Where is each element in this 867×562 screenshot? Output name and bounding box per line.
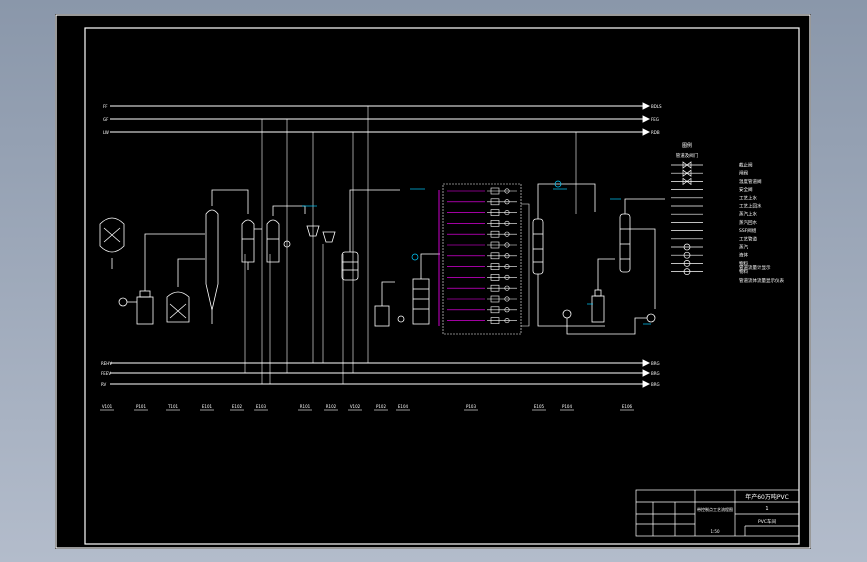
legend-item-label: 安全阀 (739, 186, 753, 193)
top-line-1-left: FF (103, 104, 108, 109)
separators (283, 225, 336, 248)
reactor-bank-return (521, 203, 530, 327)
bottom-line-3-right: BRG (651, 382, 660, 387)
exchanger-e105 (532, 183, 605, 327)
legend-item-label: 物料 (739, 260, 748, 267)
legend-item-label: 工艺管道 (739, 235, 757, 242)
equipment-label: R101 (300, 404, 311, 409)
title-block (635, 489, 800, 537)
vessel-p101 (118, 233, 205, 325)
legend-symbol (671, 251, 703, 259)
tank-v101 (99, 217, 125, 269)
reactor-bank-unit (447, 284, 517, 292)
equipment-label: E106 (622, 404, 633, 409)
equipment-label: E103 (256, 404, 267, 409)
legend-item-label: 闸阀 (739, 170, 748, 177)
legend-item-label: 蒸汽回水 (739, 219, 757, 226)
exchanger-e104 (397, 253, 440, 325)
legend-item-label: 工艺上回水 (739, 203, 762, 210)
legend-note-1: 管道流量计显示 (739, 264, 771, 271)
bottom-line-2-right: BRG (651, 371, 660, 376)
legend-item-label: 蒸汽 (739, 244, 748, 251)
bottom-line-3-left: RV (101, 382, 107, 387)
reactor-bank-unit (447, 295, 517, 303)
top-line-1-right: BDLS (651, 104, 662, 109)
equipment-label: P101 (136, 404, 147, 409)
top-line-3-left: LW (103, 130, 109, 135)
legend-item-label: 物料 (739, 268, 748, 275)
legend-symbol (671, 243, 703, 251)
title-block-drawing-no: 1 (765, 506, 768, 512)
column-e103 (266, 205, 306, 263)
title-block-unit: PVC车间 (758, 518, 776, 525)
reactor-bank-unit (447, 274, 517, 281)
top-line-2-left: GF (103, 117, 109, 122)
equipment-label-row: V101 P101 T101 E101 E102 E103 R101 R102 V102 P102… (100, 404, 634, 411)
inner-frame (84, 27, 800, 545)
legend-item-label: SSF阀组 (739, 227, 757, 234)
reactor-bank-unit (447, 198, 517, 206)
column-e101 (205, 189, 249, 324)
reactor-bank-unit (447, 187, 517, 195)
equipment-label: E101 (202, 404, 213, 409)
equipment-label: E104 (398, 404, 409, 409)
legend-symbol (671, 161, 703, 169)
legend-items: 截止阀闸阀温度管道阀安全阀工艺上水工艺上回水蒸汽上水蒸汽回水SSF阀组工艺管道蒸… (739, 162, 762, 276)
equipment-label: V101 (102, 404, 113, 409)
legend-symbol (671, 169, 703, 177)
reactor-bank-unit (447, 241, 517, 249)
legend-symbol (671, 177, 703, 186)
vertical-utility-drops (244, 106, 577, 384)
reactor-bank-unit (447, 220, 517, 227)
legend-symbol (671, 268, 703, 275)
vessel-t101 (166, 258, 205, 323)
legend-item-label: 截止阀 (739, 162, 753, 169)
equipment-label: E102 (232, 404, 243, 409)
equipment-label: E105 (534, 404, 545, 409)
legend-item-label: 温度管道阀 (739, 178, 762, 185)
title-block-scale: 1:50 (711, 529, 720, 534)
top-line-3-right: RDB (651, 130, 660, 135)
equipment-label: V102 (350, 404, 361, 409)
legend-item-label: 工艺上水 (739, 194, 757, 201)
outer-frame (55, 14, 811, 549)
legend-item-label: 液体 (739, 252, 748, 259)
equipment-label: R102 (326, 404, 337, 409)
legend-note-2: 管道流体流量显示仪表 (739, 277, 784, 284)
title-block-title: 年产60万吨PVC (745, 493, 789, 501)
legend-subtitle: 管道及阀门 (676, 152, 699, 159)
top-utility-lines (110, 102, 651, 136)
bottom-utility-lines (110, 359, 651, 388)
bottom-line-2-left: FEEV (101, 371, 111, 376)
exchanger-e106 (619, 198, 665, 309)
equipment-label: P103 (466, 404, 477, 409)
reactor-bank-unit (447, 263, 517, 270)
legend-title: 图例 (682, 142, 692, 149)
equipment-label: T101 (167, 404, 179, 409)
column-e102 (241, 219, 262, 270)
vessels-p103-p104 (562, 258, 656, 335)
reactor-bank-unit (447, 252, 517, 260)
reactor-r101 (341, 189, 400, 281)
bottom-line-1-left: REHV (101, 361, 112, 366)
reactor-bank (438, 183, 530, 335)
legend-item-label: 蒸汽上水 (739, 211, 757, 218)
instrument-lines (302, 180, 651, 325)
process-flow-diagram: FF GF LW BDLS FEG RDB REHV FEEV RV BRG B… (55, 14, 811, 549)
title-block-subtitle: 带控制点工艺流程图 (697, 506, 733, 512)
reactor-bank-unit (447, 230, 517, 238)
drawing-sheet: FF GF LW BDLS FEG RDB REHV FEEV RV BRG B… (55, 14, 811, 549)
reactor-bank-unit (447, 306, 517, 314)
vessel-v102 (374, 281, 395, 327)
reactor-bank-unit (447, 209, 517, 216)
equipment-label: P102 (376, 404, 387, 409)
equipment-label: P104 (562, 404, 573, 409)
legend-symbols (671, 161, 703, 275)
legend-symbol (671, 260, 703, 267)
reactor-bank-unit (447, 317, 517, 324)
top-line-2-right: FEG (651, 117, 659, 122)
bottom-line-1-right: BRG (651, 361, 660, 366)
